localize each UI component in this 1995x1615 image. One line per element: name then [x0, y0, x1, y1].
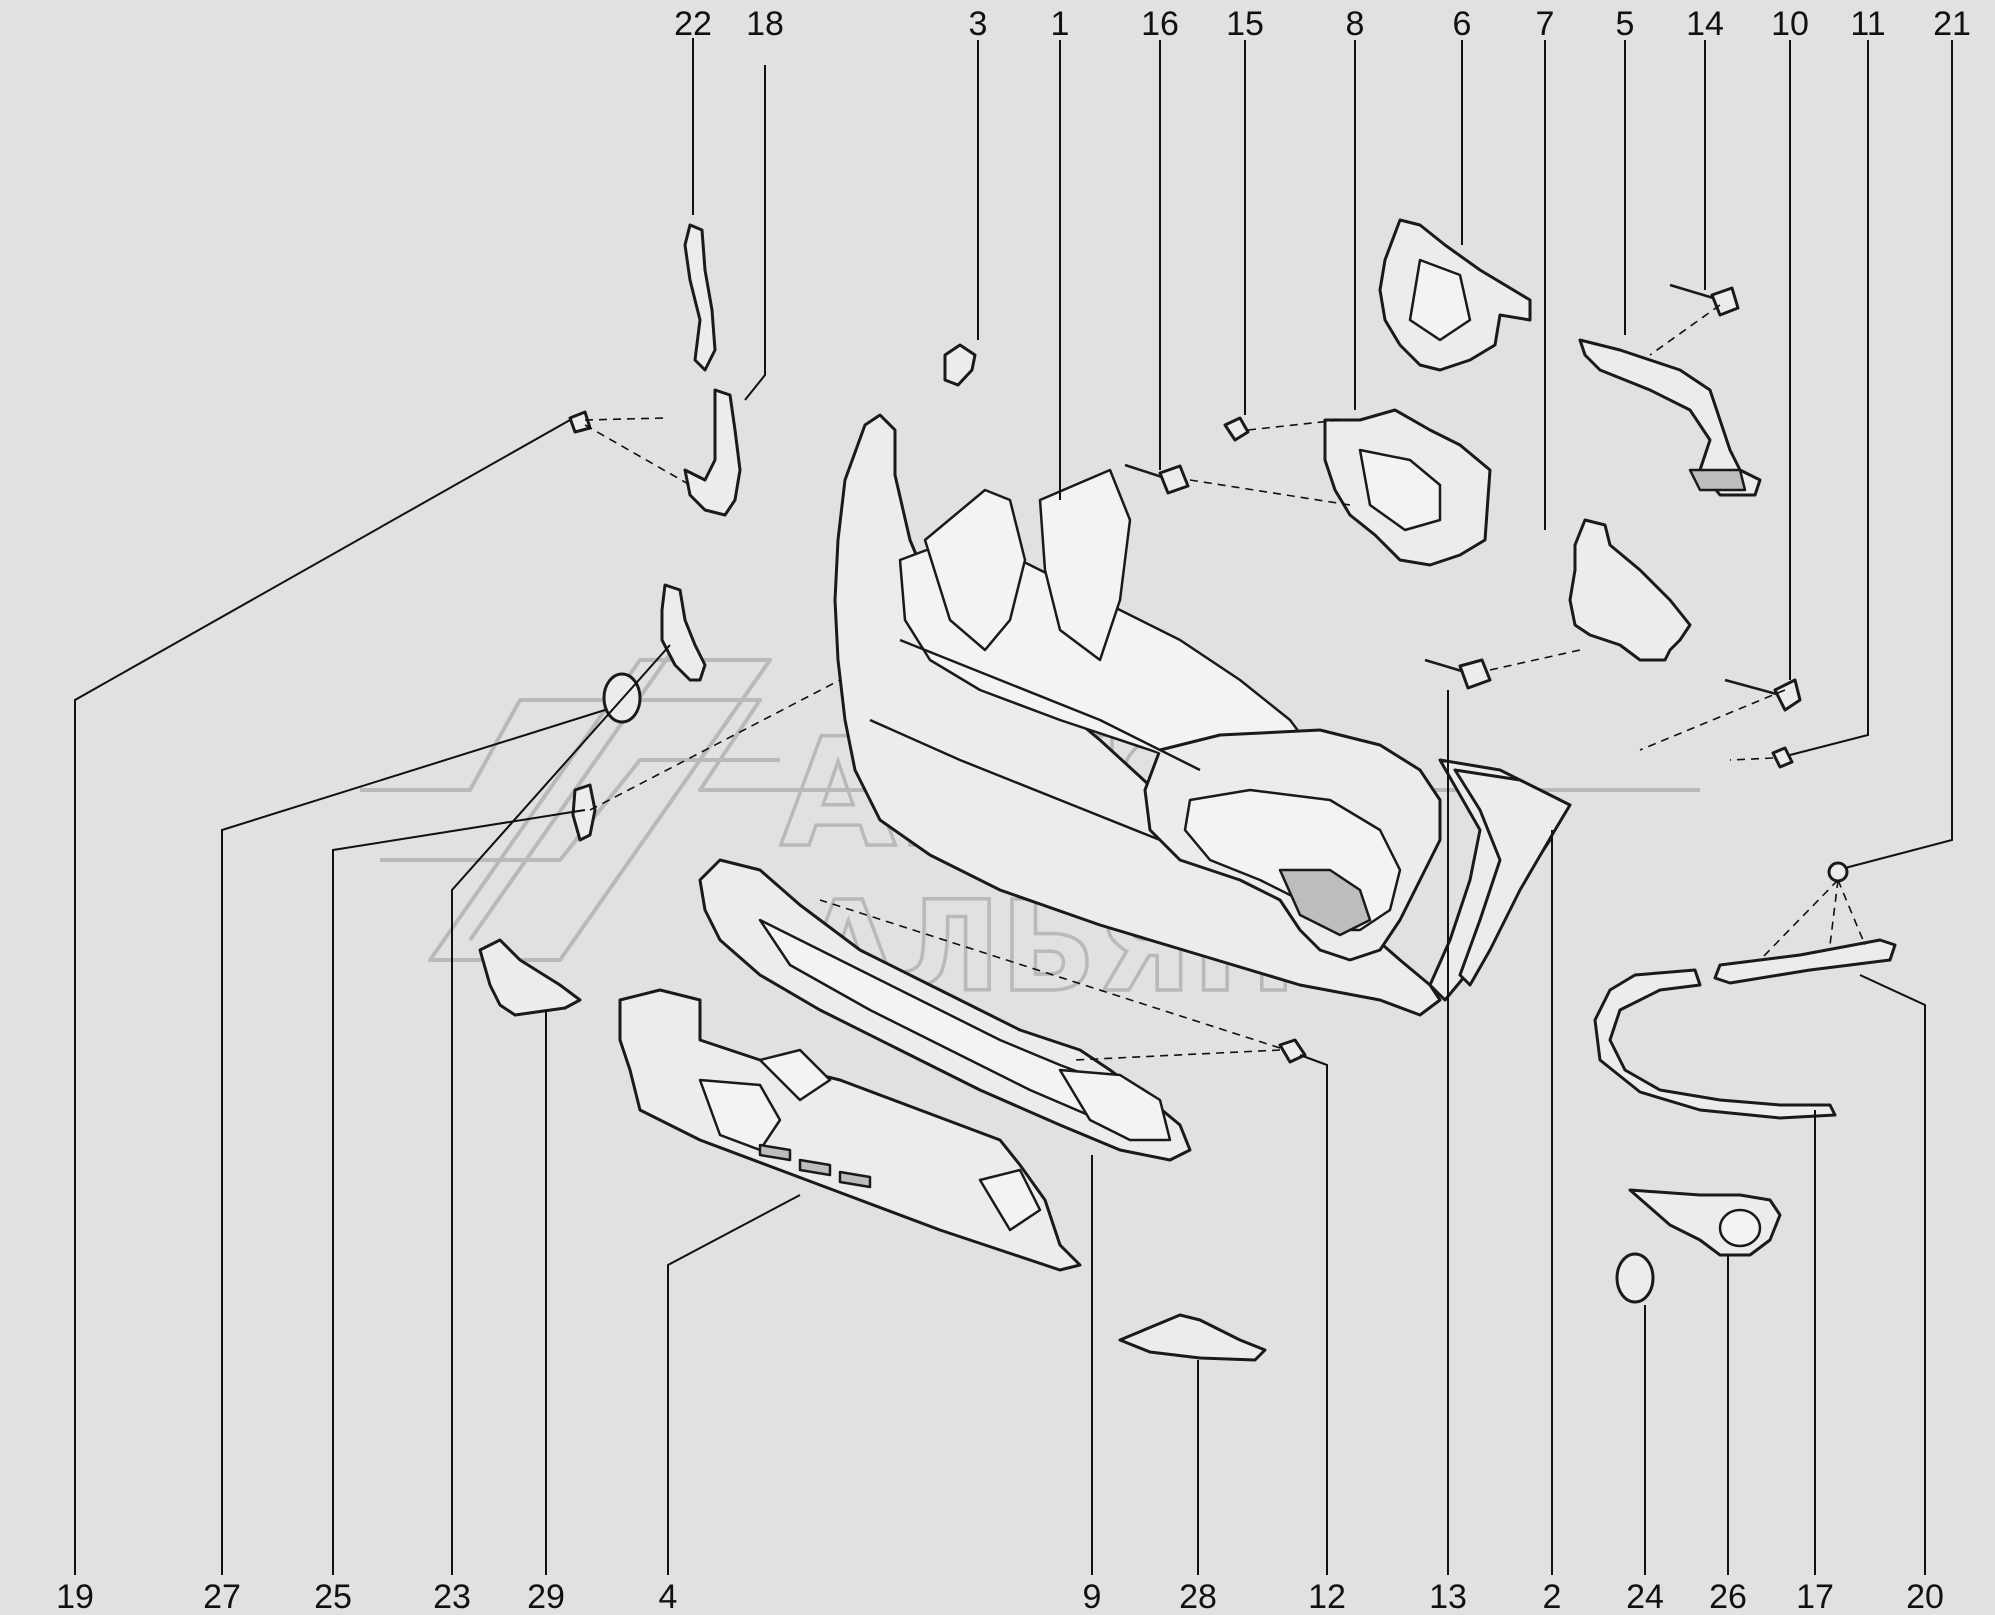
part-clip-12	[1278, 1038, 1307, 1064]
part-lower-grille	[698, 858, 1192, 1162]
callout-23: 23	[433, 1578, 471, 1615]
callout-16: 16	[1141, 5, 1179, 43]
part-ring-25	[571, 783, 597, 842]
part-bolt-16	[1124, 463, 1190, 495]
callout-10: 10	[1771, 5, 1809, 43]
callout-12: 12	[1308, 1578, 1346, 1615]
callout-24: 24	[1626, 1578, 1664, 1615]
callout-26: 26	[1709, 1578, 1747, 1615]
part-bolt-14	[1669, 283, 1740, 317]
part-bracket-29	[478, 938, 582, 1017]
part-air-duct-8	[1323, 408, 1492, 567]
callout-11: 11	[1850, 5, 1885, 43]
assembly-lines	[584, 304, 1866, 1061]
part-clip-11	[1771, 746, 1794, 769]
callout-14: 14	[1686, 5, 1724, 43]
part-air-duct-6	[1378, 218, 1532, 372]
part-fog-frame-26	[1628, 1188, 1782, 1257]
callout-4: 4	[659, 1578, 678, 1615]
callout-27: 27	[203, 1578, 241, 1615]
part-fog-bracket-23	[660, 583, 707, 682]
part-trim-strip-20	[1713, 938, 1897, 985]
callout-6: 6	[1453, 5, 1472, 43]
callout-3: 3	[969, 5, 988, 43]
callout-29: 29	[527, 1578, 565, 1615]
callout-8: 8	[1346, 5, 1365, 43]
callout-1: 1	[1051, 5, 1070, 43]
part-clip-21	[1827, 861, 1849, 883]
callout-9: 9	[1083, 1578, 1102, 1615]
part-bracket-7	[1568, 518, 1692, 662]
callout-22: 22	[674, 5, 712, 43]
callout-labels: 22 18 3 1 16 15 8 6 7 5 14 10 11 21 19 2…	[56, 5, 1971, 1615]
callout-21: 21	[1933, 5, 1971, 43]
callout-19: 19	[56, 1578, 94, 1615]
part-trim-strip-17	[1593, 968, 1837, 1120]
part-energy-absorber	[618, 988, 1082, 1272]
part-trim-18	[683, 388, 742, 517]
callout-2: 2	[1543, 1578, 1562, 1615]
part-side-insert	[1453, 768, 1572, 987]
part-bolt-13	[1424, 658, 1492, 690]
part-bracket-5	[1578, 338, 1762, 497]
callout-15: 15	[1226, 5, 1264, 43]
part-clip-15	[1223, 416, 1250, 442]
part-cap-24	[1615, 1252, 1655, 1304]
part-bracket-28	[1118, 1313, 1267, 1362]
part-trim-strip-22	[683, 223, 717, 372]
part-bolt-10	[1724, 678, 1802, 712]
callout-25: 25	[314, 1578, 352, 1615]
part-clip-19	[568, 410, 592, 434]
callout-5: 5	[1616, 5, 1635, 43]
callout-20: 20	[1906, 1578, 1944, 1615]
callout-28: 28	[1179, 1578, 1217, 1615]
callout-18: 18	[746, 5, 784, 43]
part-bumper-cover	[833, 413, 1562, 1017]
callout-13: 13	[1429, 1578, 1467, 1615]
leader-lines	[74, 38, 1953, 1575]
callout-17: 17	[1796, 1578, 1834, 1615]
part-clip-3	[943, 343, 977, 387]
callout-7: 7	[1536, 5, 1555, 43]
